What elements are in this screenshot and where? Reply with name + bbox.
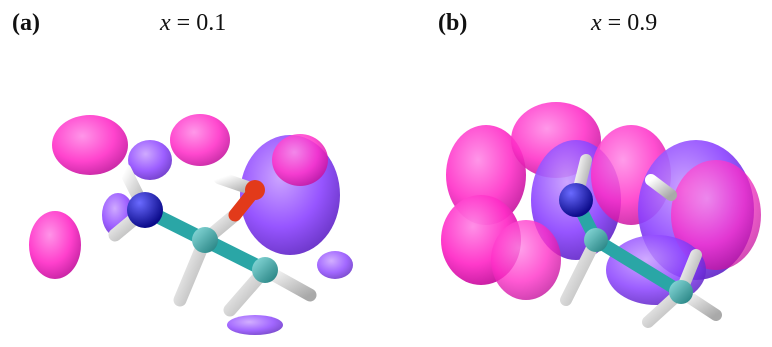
- oxygen-atom: [245, 180, 265, 200]
- panel-a: (a) x = 0.1: [12, 10, 353, 335]
- isosurface-lobe: [272, 134, 328, 186]
- panel-b-value: = 0.9: [601, 10, 658, 36]
- panel-b: (b) x = 0.9: [386, 0, 772, 347]
- isosurface-lobe: [671, 160, 761, 270]
- panel-b-variable: x: [591, 10, 602, 36]
- panel-a-label: (a): [12, 10, 40, 36]
- nitrogen-atom: [127, 192, 163, 228]
- isosurface-lobe: [170, 114, 230, 166]
- panel-a-equation: x = 0.1: [160, 10, 226, 37]
- isosurface-lobe: [317, 251, 353, 279]
- panel-b-molecule-render: [441, 102, 761, 328]
- panel-b-label: (b): [438, 10, 468, 36]
- isosurface-lobe: [52, 115, 128, 175]
- carbon-atom: [192, 227, 218, 253]
- carbon-atom: [584, 228, 608, 252]
- panel-a-variable: x: [160, 10, 171, 36]
- isosurface-lobe: [491, 220, 561, 300]
- carbon-atom: [252, 257, 278, 283]
- panel-a-molecule-render: [29, 114, 353, 335]
- nitrogen-atom: [559, 183, 593, 217]
- isosurface-lobe: [29, 211, 81, 279]
- isosurface-lobe: [128, 140, 172, 180]
- carbon-atom: [669, 280, 693, 304]
- panel-b-equation: x = 0.9: [591, 10, 657, 37]
- isosurface-lobe: [227, 315, 283, 335]
- panel-a-value: = 0.1: [170, 10, 227, 36]
